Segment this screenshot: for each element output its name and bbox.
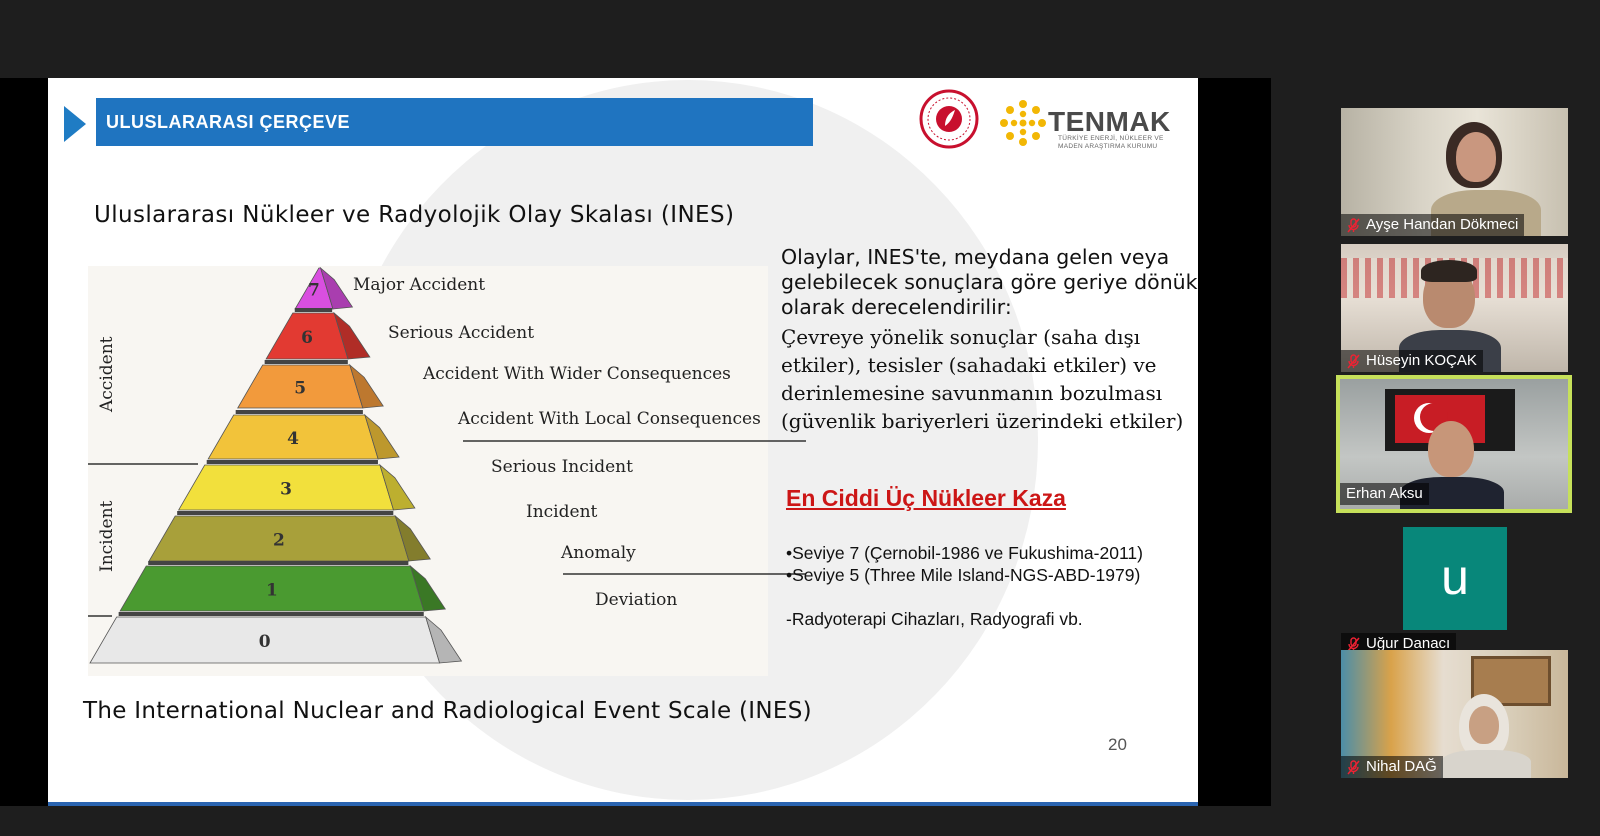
pyramid-gap-shadow xyxy=(206,460,378,464)
participant-hair xyxy=(1421,260,1477,282)
pyramid-gap-shadow xyxy=(264,360,348,364)
participant-face xyxy=(1469,706,1499,744)
pyramid-level-6-side xyxy=(333,311,371,360)
participant-name: Ayşe Handan Dökmeci xyxy=(1366,216,1519,233)
participant-tile[interactable]: u Uğur Danacı xyxy=(1341,527,1568,655)
pyramid-level-label: Accident With Local Consequences xyxy=(457,409,761,429)
pyramid-level-label: Anomaly xyxy=(560,543,636,563)
shared-screen: ULUSLARARASI ÇERÇEVE xyxy=(0,78,1271,806)
mic-off-icon xyxy=(1347,636,1360,652)
description-intro: Olaylar, INES'te, meydana gelen veya gel… xyxy=(781,245,1198,319)
participant-tile[interactable]: Ayşe Handan Dökmeci xyxy=(1341,108,1568,236)
group-label-accident: Accident xyxy=(97,336,117,413)
participant-nameplate: Nihal DAĞ xyxy=(1341,756,1443,778)
participant-name: Uğur Danacı xyxy=(1366,635,1451,652)
presentation-slide: ULUSLARARASI ÇERÇEVE xyxy=(48,78,1198,806)
participant-tile-active[interactable]: Erhan Aksu xyxy=(1336,375,1572,513)
participant-face xyxy=(1456,132,1496,182)
pyramid-level-label: Deviation xyxy=(595,590,677,610)
pyramid-level-1-side xyxy=(409,564,447,612)
participant-nameplate: Hüseyin KOÇAK xyxy=(1341,350,1483,372)
participant-nameplate: Erhan Aksu xyxy=(1340,483,1429,505)
participant-name: Erhan Aksu xyxy=(1346,485,1423,502)
participant-nameplate: Uğur Danacı xyxy=(1341,633,1457,655)
mic-off-icon xyxy=(1347,353,1360,369)
slide-footer-line xyxy=(48,802,1198,806)
pyramid-gap-shadow xyxy=(148,561,409,565)
participant-name: Nihal DAĞ xyxy=(1366,758,1437,775)
pyramid-level-label: Serious Accident xyxy=(388,323,534,343)
tenmak-subtitle: TÜRKİYE ENERJİ, NÜKLEER VE xyxy=(1058,135,1164,142)
pyramid-level-label: Serious Incident xyxy=(491,457,633,477)
pyramid-level-number: 7 xyxy=(308,281,320,301)
pyramid-gap-shadow xyxy=(118,612,424,616)
group-label-incident: Incident xyxy=(97,500,117,572)
pyramid-level-2-side xyxy=(394,514,431,562)
accident-item: •Seviye 5 (Three Mile Island-NGS-ABD-197… xyxy=(786,565,1141,585)
pyramid-level-0-side xyxy=(424,615,463,664)
pyramid-level-3-side xyxy=(379,463,416,511)
pyramid-gap-shadow xyxy=(235,410,363,414)
participant-body xyxy=(1441,750,1531,778)
participant-face xyxy=(1428,421,1474,477)
title-arrow-icon xyxy=(64,106,86,142)
accident-note: -Radyoterapi Cihazları, Radyografi vb. xyxy=(786,609,1083,629)
tenmak-logo-icon xyxy=(1000,100,1046,146)
participant-tile[interactable]: Nihal DAĞ xyxy=(1341,650,1568,778)
pyramid-level-label: Major Accident xyxy=(353,275,485,295)
slide-caption: The International Nuclear and Radiologic… xyxy=(83,698,812,724)
avatar: u xyxy=(1403,527,1507,630)
ministry-emblem-icon xyxy=(919,89,979,149)
pyramid-level-7-side xyxy=(319,266,354,310)
participant-name: Hüseyin KOÇAK xyxy=(1366,352,1477,369)
mic-off-icon xyxy=(1347,217,1360,233)
participant-tile[interactable]: Hüseyin KOÇAK xyxy=(1341,244,1568,372)
pyramid-level-number: 0 xyxy=(259,632,271,652)
slide-heading: Uluslararası Nükleer ve Radyolojik Olay … xyxy=(94,202,735,228)
mic-off-icon xyxy=(1347,759,1360,775)
description-body: Çevreye yönelik sonuçlar (saha dışı etki… xyxy=(781,325,1184,433)
accidents-heading: En Ciddi Üç Nükleer Kaza xyxy=(786,485,1066,511)
pyramid-gap-shadow xyxy=(294,308,333,312)
pyramid-level-number: 3 xyxy=(280,480,292,500)
participant-nameplate: Ayşe Handan Dökmeci xyxy=(1341,214,1525,236)
pyramid-level-number: 1 xyxy=(266,581,278,601)
pyramid-level-label: Incident xyxy=(526,502,598,522)
pyramid-level-number: 5 xyxy=(294,379,306,399)
pyramid-level-number: 2 xyxy=(273,531,285,551)
pyramid-level-number: 4 xyxy=(287,429,299,449)
pyramid-level-4-side xyxy=(364,413,400,460)
tenmak-subtitle: MADEN ARAŞTIRMA KURUMU xyxy=(1058,143,1158,150)
pyramid-level-label: Accident With Wider Consequences xyxy=(422,364,731,384)
pyramid-gap-shadow xyxy=(177,511,394,515)
pyramid-level-number: 6 xyxy=(301,328,313,348)
pyramid-level-5-side xyxy=(349,363,384,409)
accident-item: •Seviye 7 (Çernobil-1986 ve Fukushima-20… xyxy=(786,543,1143,563)
tenmak-wordmark: TENMAK xyxy=(1048,106,1171,137)
page-number: 20 xyxy=(1108,735,1127,754)
slide-title: ULUSLARARASI ÇERÇEVE xyxy=(96,98,813,146)
